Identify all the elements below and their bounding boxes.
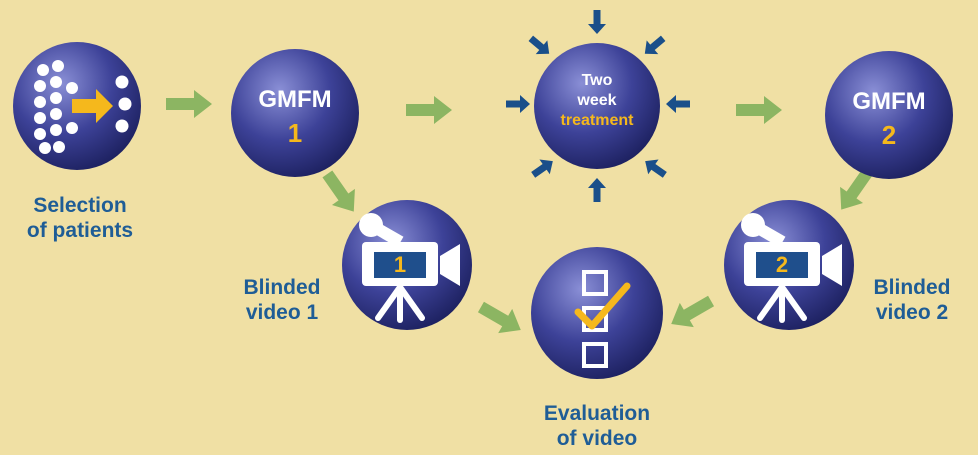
selection-label-line1: Selection <box>33 194 127 217</box>
dots-arrow-icon <box>34 60 132 154</box>
gmfm1-circle <box>231 49 359 177</box>
video2-label: Blinded video 2 <box>852 275 972 325</box>
gmfm1-number: 1 <box>287 118 303 148</box>
evaluation-circle <box>531 247 663 379</box>
arrow-selection-to-gmfm1 <box>166 90 212 118</box>
arrow-video2-to-evaluation <box>664 288 719 337</box>
evaluation-label-line1: Evaluation <box>543 402 651 425</box>
video1-label-line2: video 1 <box>245 301 319 324</box>
video2-label-line2: video 2 <box>875 301 949 324</box>
video1-number: 1 <box>393 252 407 277</box>
gmfm2-number: 2 <box>881 120 897 150</box>
arrow-video1-to-evaluation <box>473 294 528 343</box>
video-camera-icon <box>741 213 842 323</box>
treatment-arrow-left <box>506 95 530 113</box>
treatment-line2: week <box>577 92 617 109</box>
treatment-arrow-top-left <box>525 31 555 61</box>
video2-node <box>724 200 854 330</box>
gmfm1-title: GMFM <box>258 86 332 113</box>
treatment-line1: Two <box>581 72 613 89</box>
treatment-arrow-bottom <box>588 178 606 202</box>
evaluation-label: Evaluation of video <box>517 401 677 451</box>
selection-node <box>13 42 141 170</box>
video2-label-line1: Blinded <box>873 276 951 299</box>
video1-label-line1: Blinded <box>243 276 321 299</box>
arrow-gmfm1-to-treatment <box>406 96 452 124</box>
video1-node <box>342 200 472 330</box>
evaluation-node <box>531 247 663 379</box>
treatment-line3: treatment <box>560 112 634 129</box>
gmfm2-circle <box>825 51 953 179</box>
video-camera-icon <box>359 213 460 323</box>
selection-label-line2: of patients <box>26 219 134 242</box>
checklist-icon <box>574 270 631 368</box>
treatment-arrow-bottom-right <box>640 153 670 183</box>
arrow-gmfm1-to-video1 <box>315 165 366 220</box>
treatment-arrow-bottom-left <box>528 153 558 183</box>
selection-label: Selection of patients <box>0 193 160 243</box>
treatment-arrow-right <box>666 95 690 113</box>
arrow-treatment-to-gmfm2 <box>736 96 782 124</box>
video1-label: Blinded video 1 <box>222 275 342 325</box>
evaluation-label-line2: of video <box>556 427 638 450</box>
treatment-circle <box>534 43 660 169</box>
gmfm2-title: GMFM <box>852 88 926 115</box>
treatment-arrow-top <box>588 10 606 34</box>
treatment-arrow-top-right <box>639 31 669 61</box>
video2-number: 2 <box>775 252 789 277</box>
